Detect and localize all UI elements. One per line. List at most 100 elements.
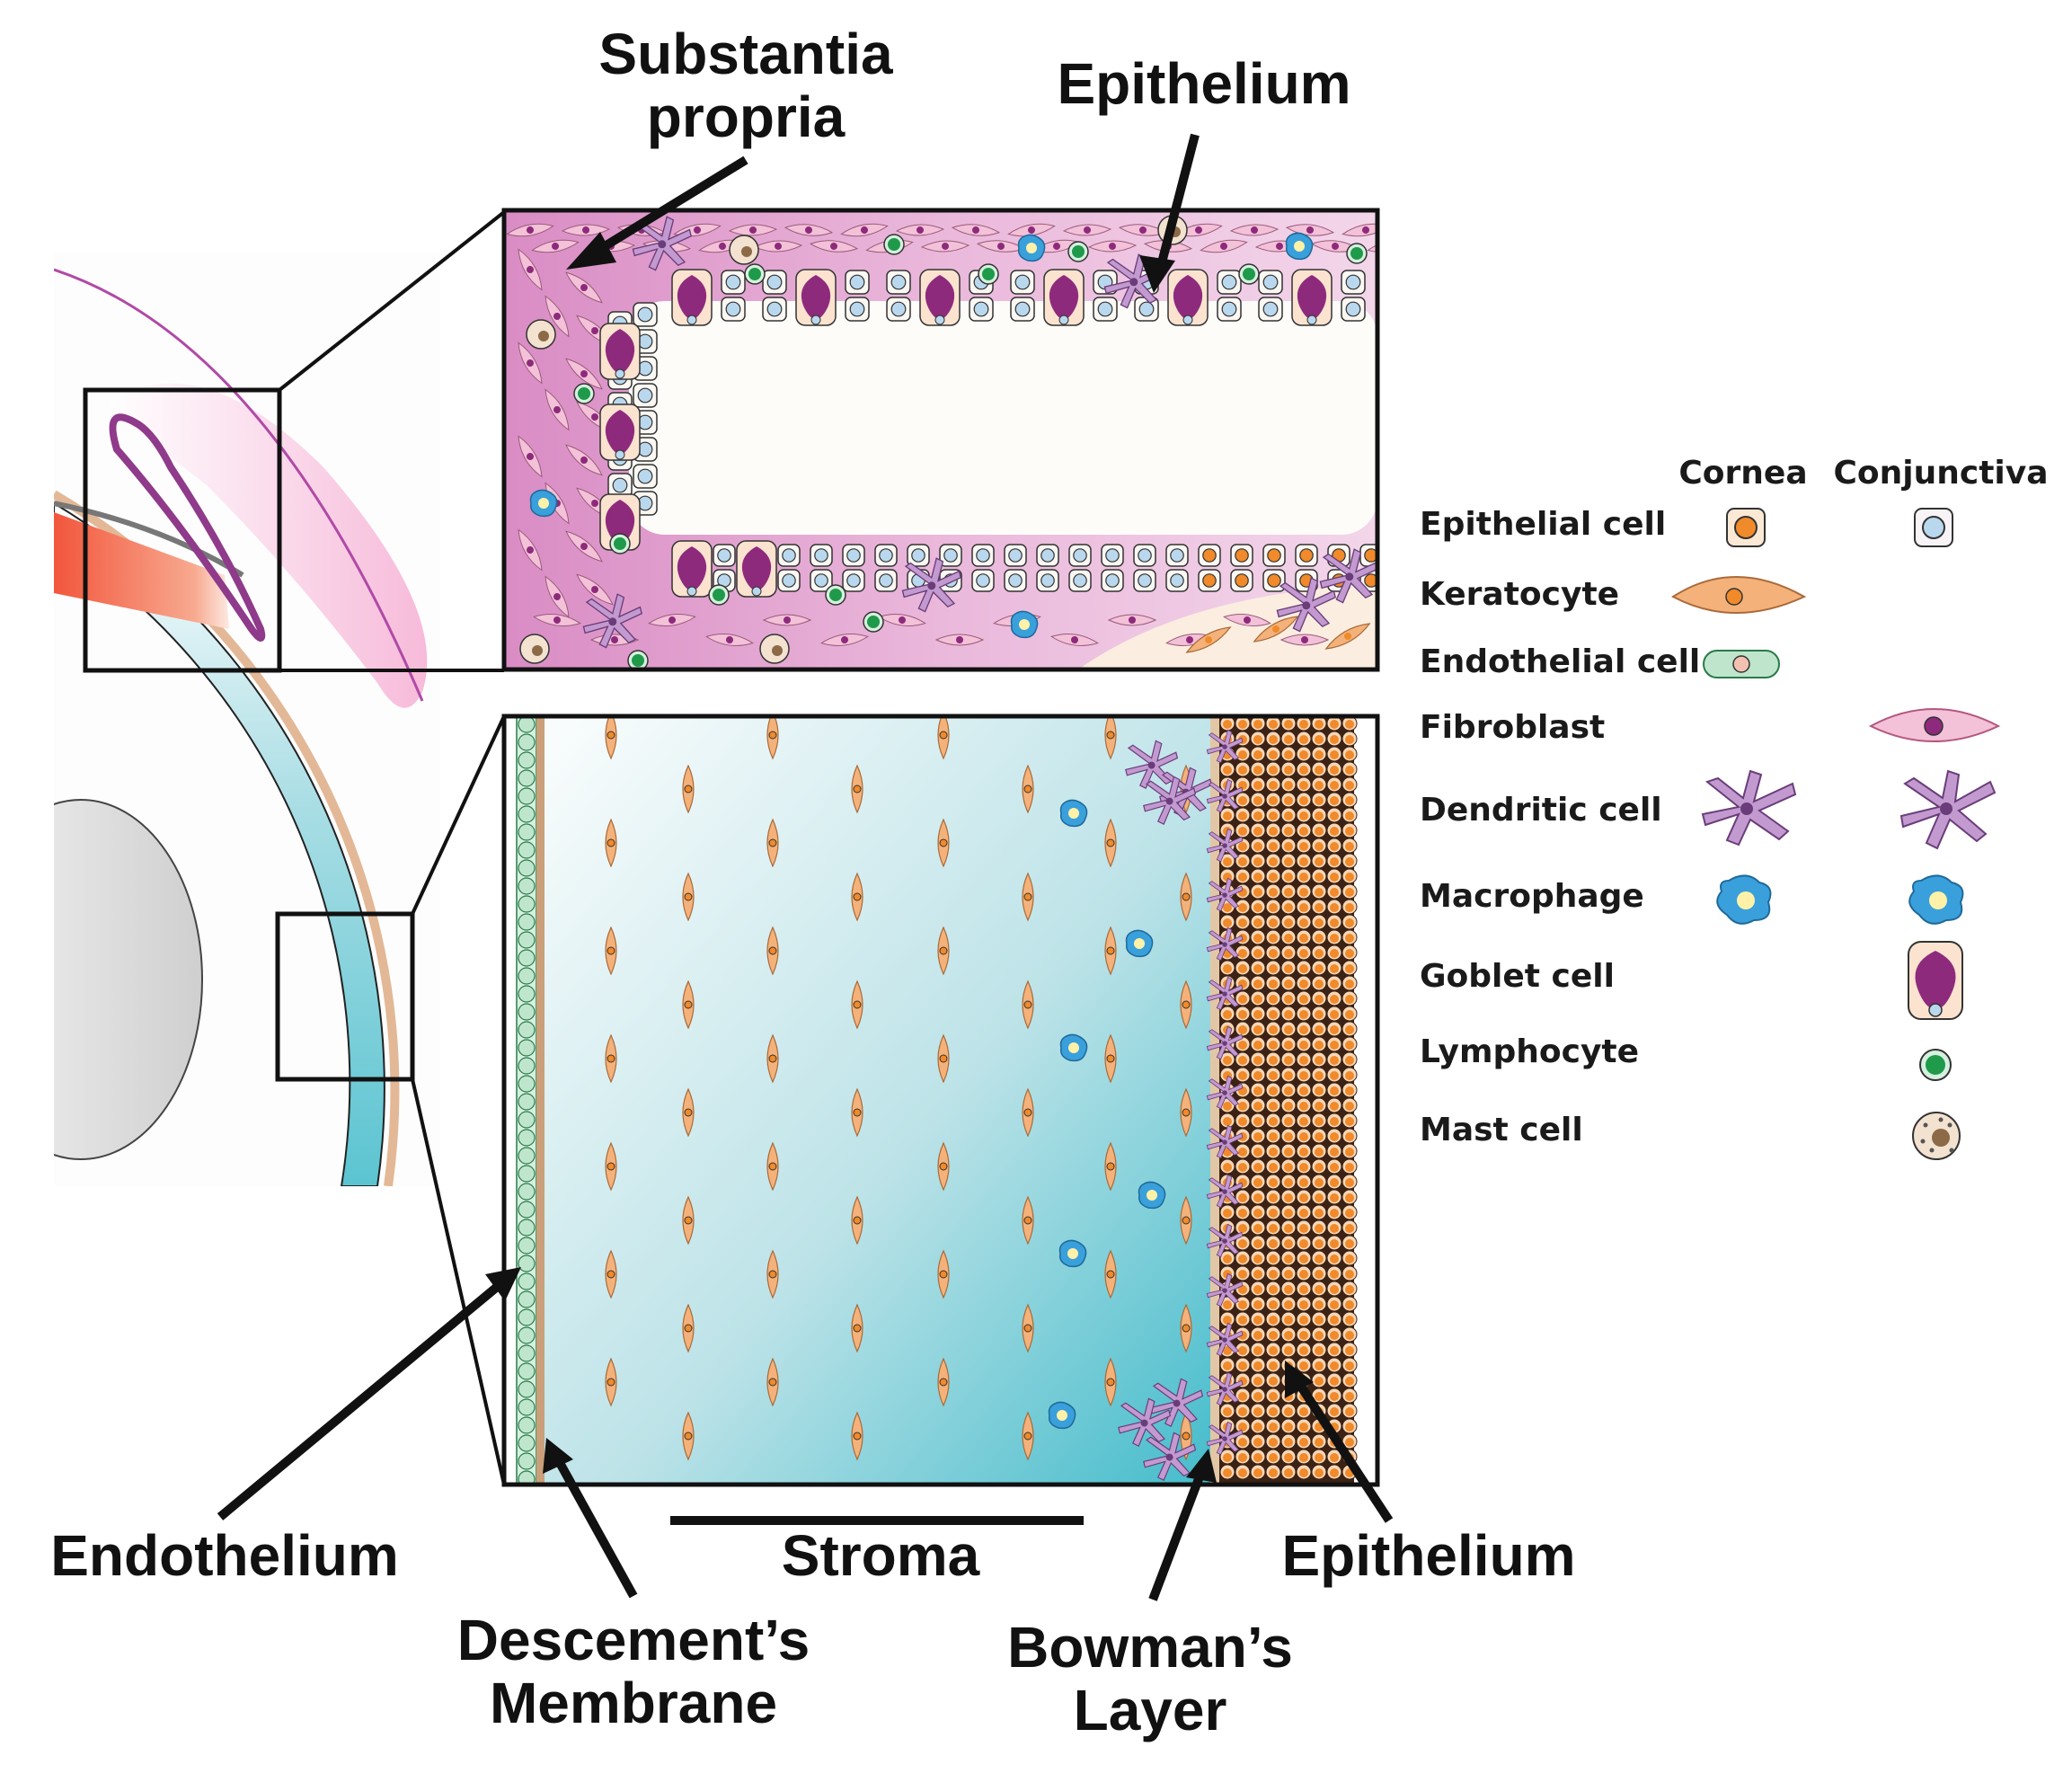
corneal-epithelial-cell [1235, 761, 1251, 777]
corneal-epithelial-cell [1235, 1235, 1251, 1251]
corneal-epithelial-cell [1311, 1006, 1327, 1022]
corneal-epithelial-cell [1341, 1326, 1358, 1343]
corneal-epithelial-cell [1326, 1281, 1342, 1297]
endothelial-cell [518, 967, 536, 985]
corneal-epithelial-cell [1265, 1449, 1281, 1465]
corneal-epithelial-cell [1326, 1006, 1342, 1022]
mast-cell [729, 235, 759, 265]
fibroblast-icon [1868, 708, 2001, 742]
endothelial-cell [518, 1237, 536, 1254]
endothelial-cell [518, 1434, 536, 1452]
dendritic-cell [1206, 1223, 1244, 1258]
fibroblast [531, 239, 580, 253]
mast-cell [759, 634, 790, 664]
corneal-epithelial-cell [1280, 1250, 1297, 1266]
corneal-epithelial-cell [1235, 990, 1251, 1006]
eyelid-shape [108, 383, 428, 708]
keratocyte [1104, 716, 1117, 760]
endothelial-cell [518, 1398, 536, 1416]
dendritic-cell [1206, 729, 1244, 764]
corneal-epithelial-cell [1265, 716, 1281, 731]
corneal-epithelial-cell [1296, 868, 1312, 884]
corneal-epithelial-cell [1235, 1418, 1251, 1434]
epithelial-cell [721, 270, 746, 295]
corneal-epithelial-cell [1280, 868, 1297, 884]
endothelial-cell [518, 1057, 536, 1075]
corneal-epithelial-cell [1265, 1036, 1281, 1052]
corneal-epithelial-cell [1326, 1143, 1342, 1159]
corneal-epithelial-cell [1341, 1250, 1358, 1266]
epithelial-cell [713, 544, 736, 567]
fibroblast [705, 634, 754, 646]
corneal-epithelial-cell [1235, 1250, 1251, 1266]
corneal-epithelial-cell [1265, 761, 1281, 777]
corneal-epithelial-cell [1280, 1418, 1297, 1434]
endothelial-cell [518, 1290, 536, 1308]
keratocyte [766, 1033, 779, 1084]
corneal-epithelial-cell [1296, 1265, 1312, 1281]
endothelial-cell [518, 1470, 536, 1485]
corneal-epithelial-cell [1296, 1311, 1312, 1327]
corneal-epithelial-cell [1250, 1265, 1266, 1281]
lymphocyte [744, 263, 766, 285]
keratocyte [766, 818, 779, 868]
corneal-epithelial-cell [1250, 1387, 1266, 1404]
dendritic-cell [1206, 976, 1244, 1011]
corneal-epithelial-cell [1265, 1189, 1281, 1205]
corneal-epithelial-cell [1250, 792, 1266, 808]
keratocyte [851, 1411, 863, 1461]
corneal-epithelial-cell [1326, 1067, 1342, 1083]
legend-icons [1671, 508, 2001, 1160]
keratocyte-icon [1671, 576, 1807, 614]
fibroblast [840, 223, 889, 237]
corneal-epithelial-cell [1311, 1265, 1327, 1281]
epithelial-cell [1068, 544, 1092, 567]
dendritic-cell [1206, 877, 1244, 912]
corneal-epithelial-cell [1219, 1357, 1235, 1373]
eye-overview [54, 252, 440, 1186]
corneal-epithelial-cell [1235, 944, 1251, 961]
corneal-epithelial-cell [1341, 990, 1358, 1006]
corneal-epithelial-cell [1341, 1372, 1358, 1388]
mast-cell-icon [1912, 1112, 1961, 1160]
corneal-epithelial-cell [1250, 1036, 1266, 1052]
corneal-epithelial-cell [1341, 1036, 1358, 1052]
corneal-epithelial-cell [1296, 1449, 1312, 1465]
keratocyte [1104, 1033, 1117, 1084]
corneal-epithelial-cell [1341, 1418, 1358, 1434]
endothelial-cell-icon [1703, 650, 1780, 678]
corneal-epithelial-cell [1296, 1113, 1312, 1129]
keratocyte [1104, 1141, 1117, 1192]
corneal-epithelial-cell [1311, 822, 1327, 838]
crypt-lumen [629, 301, 1377, 535]
keratocyte [682, 872, 695, 922]
corneal-epithelial-cell [1280, 1082, 1297, 1098]
corneal-epithelial-cell [1311, 761, 1327, 777]
corneal-epithelial-cell [1250, 914, 1266, 930]
epithelial-cell [1101, 544, 1124, 567]
endothelial-cell [518, 769, 536, 787]
corneal-epithelial-cell [1341, 868, 1358, 884]
corneal-epithelial-cell [1311, 1051, 1327, 1068]
corneal-epithelial-cell [1326, 960, 1342, 976]
corneal-epithelial-cell [1250, 761, 1266, 777]
keratocyte [1022, 980, 1034, 1030]
corneal-epithelial-cell [1311, 1219, 1327, 1236]
epithelial-cell [810, 569, 833, 592]
corneal-epithelial-cell [1296, 1281, 1312, 1297]
corneal-epithelial-cell [1250, 1174, 1266, 1190]
corneal-epithelial-cell [1311, 746, 1327, 762]
corneal-epithelial-cell [1235, 1265, 1251, 1281]
corneal-epithelial-cell [1280, 807, 1297, 823]
corneal-epithelial-cell [1235, 746, 1251, 762]
epithelial-cell [810, 544, 833, 567]
epithelial-cell [1198, 569, 1221, 592]
corneal-epithelial-cell [1265, 1265, 1281, 1281]
corneal-epithelial-cell [1235, 1036, 1251, 1052]
corneal-epithelial-cell [1296, 746, 1312, 762]
corneal-epithelial-cell [1280, 1235, 1297, 1251]
corneal-epithelial-cell [1250, 944, 1266, 961]
corneal-epithelial-cell [1326, 1204, 1342, 1220]
corneal-epithelial-cell [1341, 1113, 1358, 1129]
label-substantia-propria: Substantia propria [598, 22, 893, 150]
